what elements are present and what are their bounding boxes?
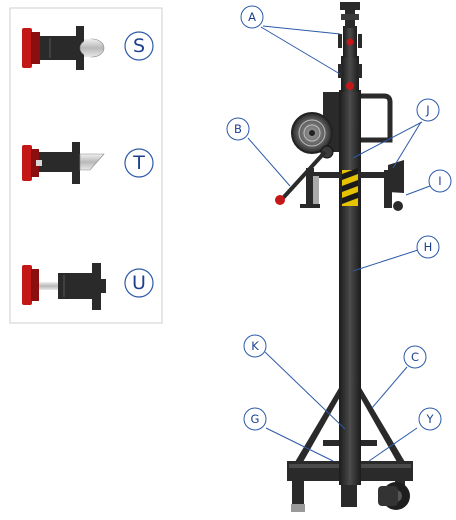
callout-leaders bbox=[247, 25, 431, 462]
inset-option-s: S bbox=[22, 26, 154, 70]
crank-knob-icon bbox=[275, 195, 285, 205]
angled-cut-bolt-icon bbox=[22, 142, 105, 184]
winch bbox=[275, 92, 339, 205]
callout-j: J bbox=[416, 98, 440, 122]
inset-option-t: T bbox=[22, 142, 154, 184]
inset-letter-u: U bbox=[132, 272, 146, 294]
inset-option-u: U bbox=[22, 263, 154, 310]
callout-letter-i: I bbox=[438, 174, 441, 188]
callout-letter-k: K bbox=[251, 339, 259, 353]
inset-letter-t: T bbox=[132, 152, 145, 174]
callout-letter-j: J bbox=[425, 103, 429, 117]
callout-i: I bbox=[428, 169, 452, 193]
upper-mast bbox=[338, 2, 362, 92]
callout-letter-b: B bbox=[234, 122, 242, 136]
inset-panel: S T bbox=[9, 7, 163, 324]
callout-a: A bbox=[240, 5, 264, 29]
callout-h: H bbox=[416, 235, 440, 259]
round-shaft-bolt-icon bbox=[22, 26, 105, 70]
callout-letter-h: H bbox=[424, 240, 433, 254]
callout-b: B bbox=[226, 117, 250, 141]
callout-g: G bbox=[243, 407, 267, 431]
spring-pin-bolt-icon bbox=[22, 263, 106, 310]
callout-letter-y: Y bbox=[425, 412, 434, 426]
callout-letter-g: G bbox=[251, 412, 260, 426]
red-locking-pin-icon bbox=[346, 38, 354, 46]
inset-letter-s: S bbox=[133, 35, 145, 57]
callout-k: K bbox=[243, 334, 267, 358]
callout-c: C bbox=[403, 345, 427, 369]
callout-letter-c: C bbox=[411, 350, 419, 364]
hazard-stripe-label bbox=[342, 168, 358, 206]
red-locking-pin-icon bbox=[346, 82, 354, 90]
callout-y: Y bbox=[418, 407, 442, 431]
callout-letter-a: A bbox=[248, 10, 256, 24]
lift-tower bbox=[275, 2, 413, 512]
